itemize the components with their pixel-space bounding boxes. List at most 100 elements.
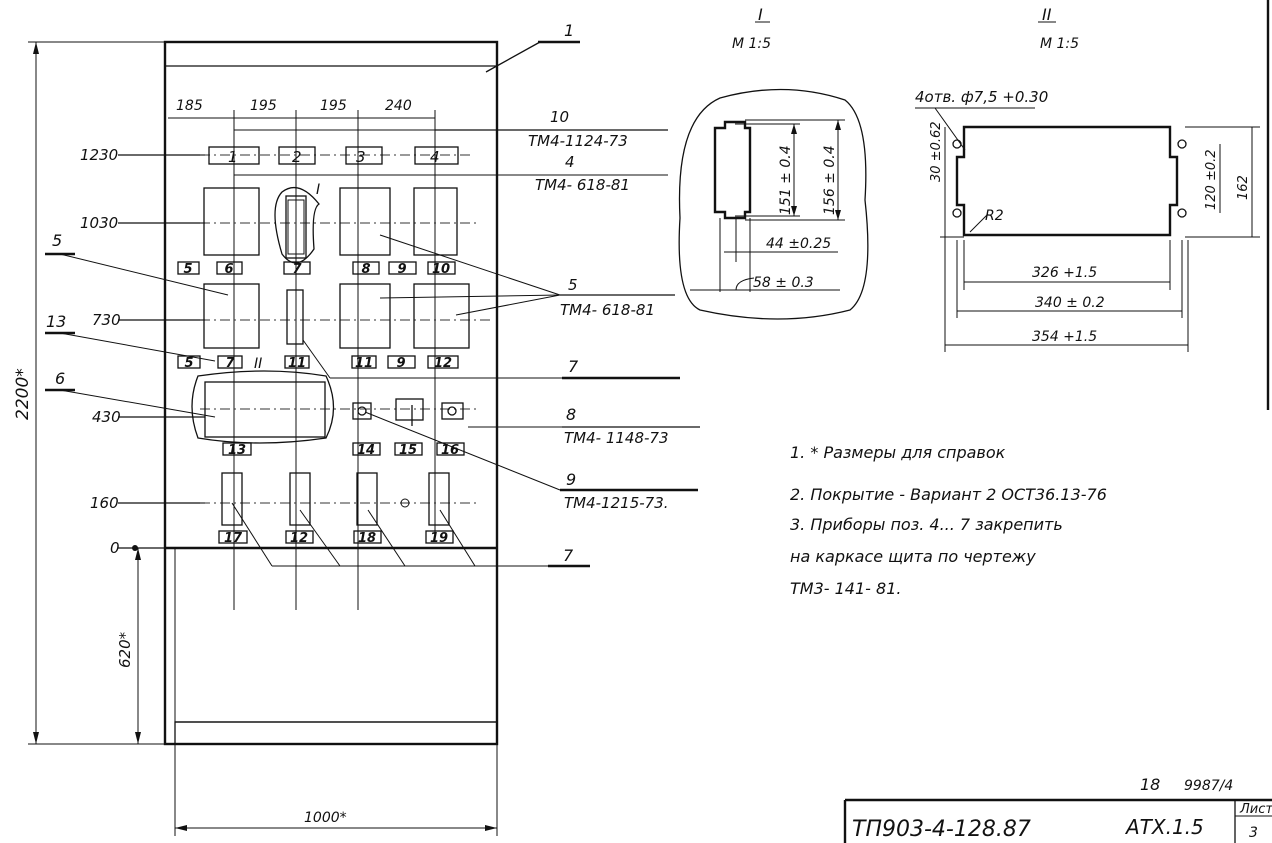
callout-10-doc: ТМ4-1124-73 bbox=[528, 132, 628, 150]
doc-id: АТХ.1.5 bbox=[1124, 815, 1204, 839]
note-2: 2. Покрытие - Вариант 2 ОСТ36.13-76 bbox=[790, 485, 1107, 504]
callout-9-pos: 9 bbox=[566, 470, 576, 489]
dim-2200: 2200* bbox=[13, 368, 33, 420]
notes: 1. * Размеры для справок 2. Покрытие - В… bbox=[790, 443, 1107, 598]
detail-I-title: I bbox=[758, 5, 763, 24]
instrument-row-2: I bbox=[203, 182, 458, 264]
lbl-r4-d: 19 bbox=[430, 531, 448, 546]
lbl-r3-a: 13 bbox=[228, 443, 246, 458]
level-730: 730 bbox=[92, 311, 121, 329]
detail-I-dim-b: 156 ± 0.4 bbox=[822, 145, 838, 215]
dim-1000: 1000* bbox=[304, 810, 347, 826]
lbl-r1-c: 7 bbox=[292, 262, 302, 277]
dim-rows: 1230 1030 730 430 160 0 bbox=[80, 146, 205, 557]
callout-leaders bbox=[45, 40, 700, 568]
doc-code: ТП903-4-128.87 bbox=[852, 817, 1031, 842]
lbl-r4-c: 18 bbox=[358, 531, 376, 546]
lbl-r2-d: 11 bbox=[355, 356, 373, 371]
meter-label-4: 4 bbox=[430, 148, 440, 166]
dim-width: 1000* bbox=[174, 744, 498, 836]
dim-col-2: 195 bbox=[250, 98, 277, 114]
lbl-r3-b: 14 bbox=[357, 443, 375, 458]
callout-6: 6 bbox=[55, 369, 65, 388]
dim-col-1: 185 bbox=[176, 98, 203, 114]
callout-5-pos: 5 bbox=[568, 276, 578, 294]
detail-II-dim-w1: 326 +1.5 bbox=[1032, 265, 1097, 281]
sheet-value: 3 bbox=[1249, 825, 1258, 841]
detail-I-dim-a: 151 ± 0.4 bbox=[778, 145, 794, 215]
detail-II-title: II bbox=[1042, 5, 1052, 24]
detail-II-scale: М 1:5 bbox=[1040, 36, 1079, 52]
detail-II-dim-w3: 354 +1.5 bbox=[1032, 329, 1097, 345]
sheet-label: Лист bbox=[1239, 802, 1272, 817]
callout-5-left: 5 bbox=[52, 231, 62, 250]
lbl-r3-d: 16 bbox=[441, 443, 459, 458]
detail-II: II М 1:5 4отв. ф7,5 +0.30 30 ±0.62 R2 12… bbox=[915, 5, 1260, 352]
callout-9-doc: ТМ4-1215-73. bbox=[564, 494, 669, 512]
callout-labels: 1 10 ТМ4-1124-73 4 ТМ4- 618-81 5 5 ТМ4- … bbox=[46, 21, 669, 565]
lbl-r2-c: 11 bbox=[288, 356, 306, 371]
callout-10-pos: 10 bbox=[550, 108, 569, 126]
lbl-r1-e: 9 bbox=[397, 262, 406, 277]
dim-bottom-height: 620* bbox=[116, 548, 141, 744]
callout-7b: 7 bbox=[563, 546, 574, 565]
dim-columns: 185 195 195 240 bbox=[168, 98, 436, 150]
level-1030: 1030 bbox=[80, 214, 118, 232]
dim-col-3: 195 bbox=[320, 98, 347, 114]
lbl-r3-c: 15 bbox=[399, 443, 417, 458]
note-1: 1. * Размеры для справок bbox=[790, 443, 1006, 462]
meter-label-1: 1 bbox=[228, 148, 238, 166]
lbl-r1-a: 5 bbox=[183, 262, 192, 277]
lbl-r4-b: 12 bbox=[290, 531, 308, 546]
lbl-r1-d: 8 bbox=[361, 262, 370, 277]
archive-number: 9987/4 bbox=[1184, 778, 1233, 794]
callout-4-pos: 4 bbox=[565, 153, 575, 171]
detail-I-dim-c: 44 ±0.25 bbox=[766, 236, 831, 252]
view-mark-II: II bbox=[254, 356, 262, 372]
instrument-row-3 bbox=[203, 283, 470, 349]
lbl-r2-e: 9 bbox=[396, 356, 405, 371]
callout-7a: 7 bbox=[568, 357, 579, 376]
note-3: 3. Приборы поз. 4... 7 закрепить bbox=[790, 515, 1063, 534]
callout-13: 13 bbox=[46, 312, 66, 331]
label-row-4: 17 12 18 19 bbox=[218, 530, 454, 546]
callout-4-doc: ТМ4- 618-81 bbox=[535, 176, 630, 194]
detail-I: I М 1:5 151 ± 0.4 156 ± 0.4 44 ±0.25 58 … bbox=[678, 5, 869, 320]
note-5: ТМ3- 141- 81. bbox=[790, 579, 901, 598]
level-160: 160 bbox=[90, 494, 119, 512]
meter-label-3: 3 bbox=[356, 148, 366, 166]
lbl-r2-f: 12 bbox=[434, 356, 452, 371]
meter-label-2: 2 bbox=[292, 148, 302, 166]
callout-8-doc: ТМ4- 1148-73 bbox=[564, 429, 669, 447]
view-mark-I: I bbox=[316, 182, 320, 198]
instrument-row-4 bbox=[191, 370, 464, 444]
detail-II-dim-r: R2 bbox=[985, 208, 1004, 224]
callout-1: 1 bbox=[564, 21, 574, 40]
detail-II-dim-left: 30 ±0.62 bbox=[929, 121, 944, 182]
detail-II-dim-right-a: 120 ±0.2 bbox=[1204, 149, 1219, 210]
level-0: 0 bbox=[110, 539, 120, 557]
detail-I-dim-d: 58 ± 0.3 bbox=[753, 275, 814, 291]
detail-II-dim-w2: 340 ± 0.2 bbox=[1035, 295, 1105, 311]
lbl-r1-f: 10 bbox=[432, 262, 450, 277]
title-block: 18 9987/4 ТП903-4-128.87 АТХ.1.5 Лист 3 bbox=[843, 775, 1272, 843]
label-row-1: 5 6 7 8 9 10 bbox=[177, 261, 456, 277]
dim-overall-height: 2200* bbox=[13, 41, 165, 745]
sheet-number: 18 bbox=[1140, 775, 1160, 794]
lbl-r2-b: 7 bbox=[225, 356, 235, 371]
lbl-r2-a: 5 bbox=[184, 356, 193, 371]
meter-row: 1 2 3 4 bbox=[208, 146, 459, 166]
lbl-r1-b: 6 bbox=[224, 262, 233, 277]
label-row-3: 13 14 15 16 bbox=[222, 442, 465, 458]
callout-5-doc: ТМ4- 618-81 bbox=[560, 301, 655, 319]
instrument-row-5 bbox=[221, 472, 450, 526]
panel-frame bbox=[163, 40, 499, 746]
dim-col-4: 240 bbox=[385, 98, 412, 114]
label-row-2: 5 7 11 11 9 12 II bbox=[177, 355, 459, 372]
level-430: 430 bbox=[92, 408, 121, 426]
detail-II-dim-right-b: 162 bbox=[1236, 175, 1251, 200]
lbl-r4-a: 17 bbox=[224, 531, 243, 546]
callout-8-pos: 8 bbox=[566, 405, 576, 424]
dim-620: 620* bbox=[116, 631, 134, 668]
